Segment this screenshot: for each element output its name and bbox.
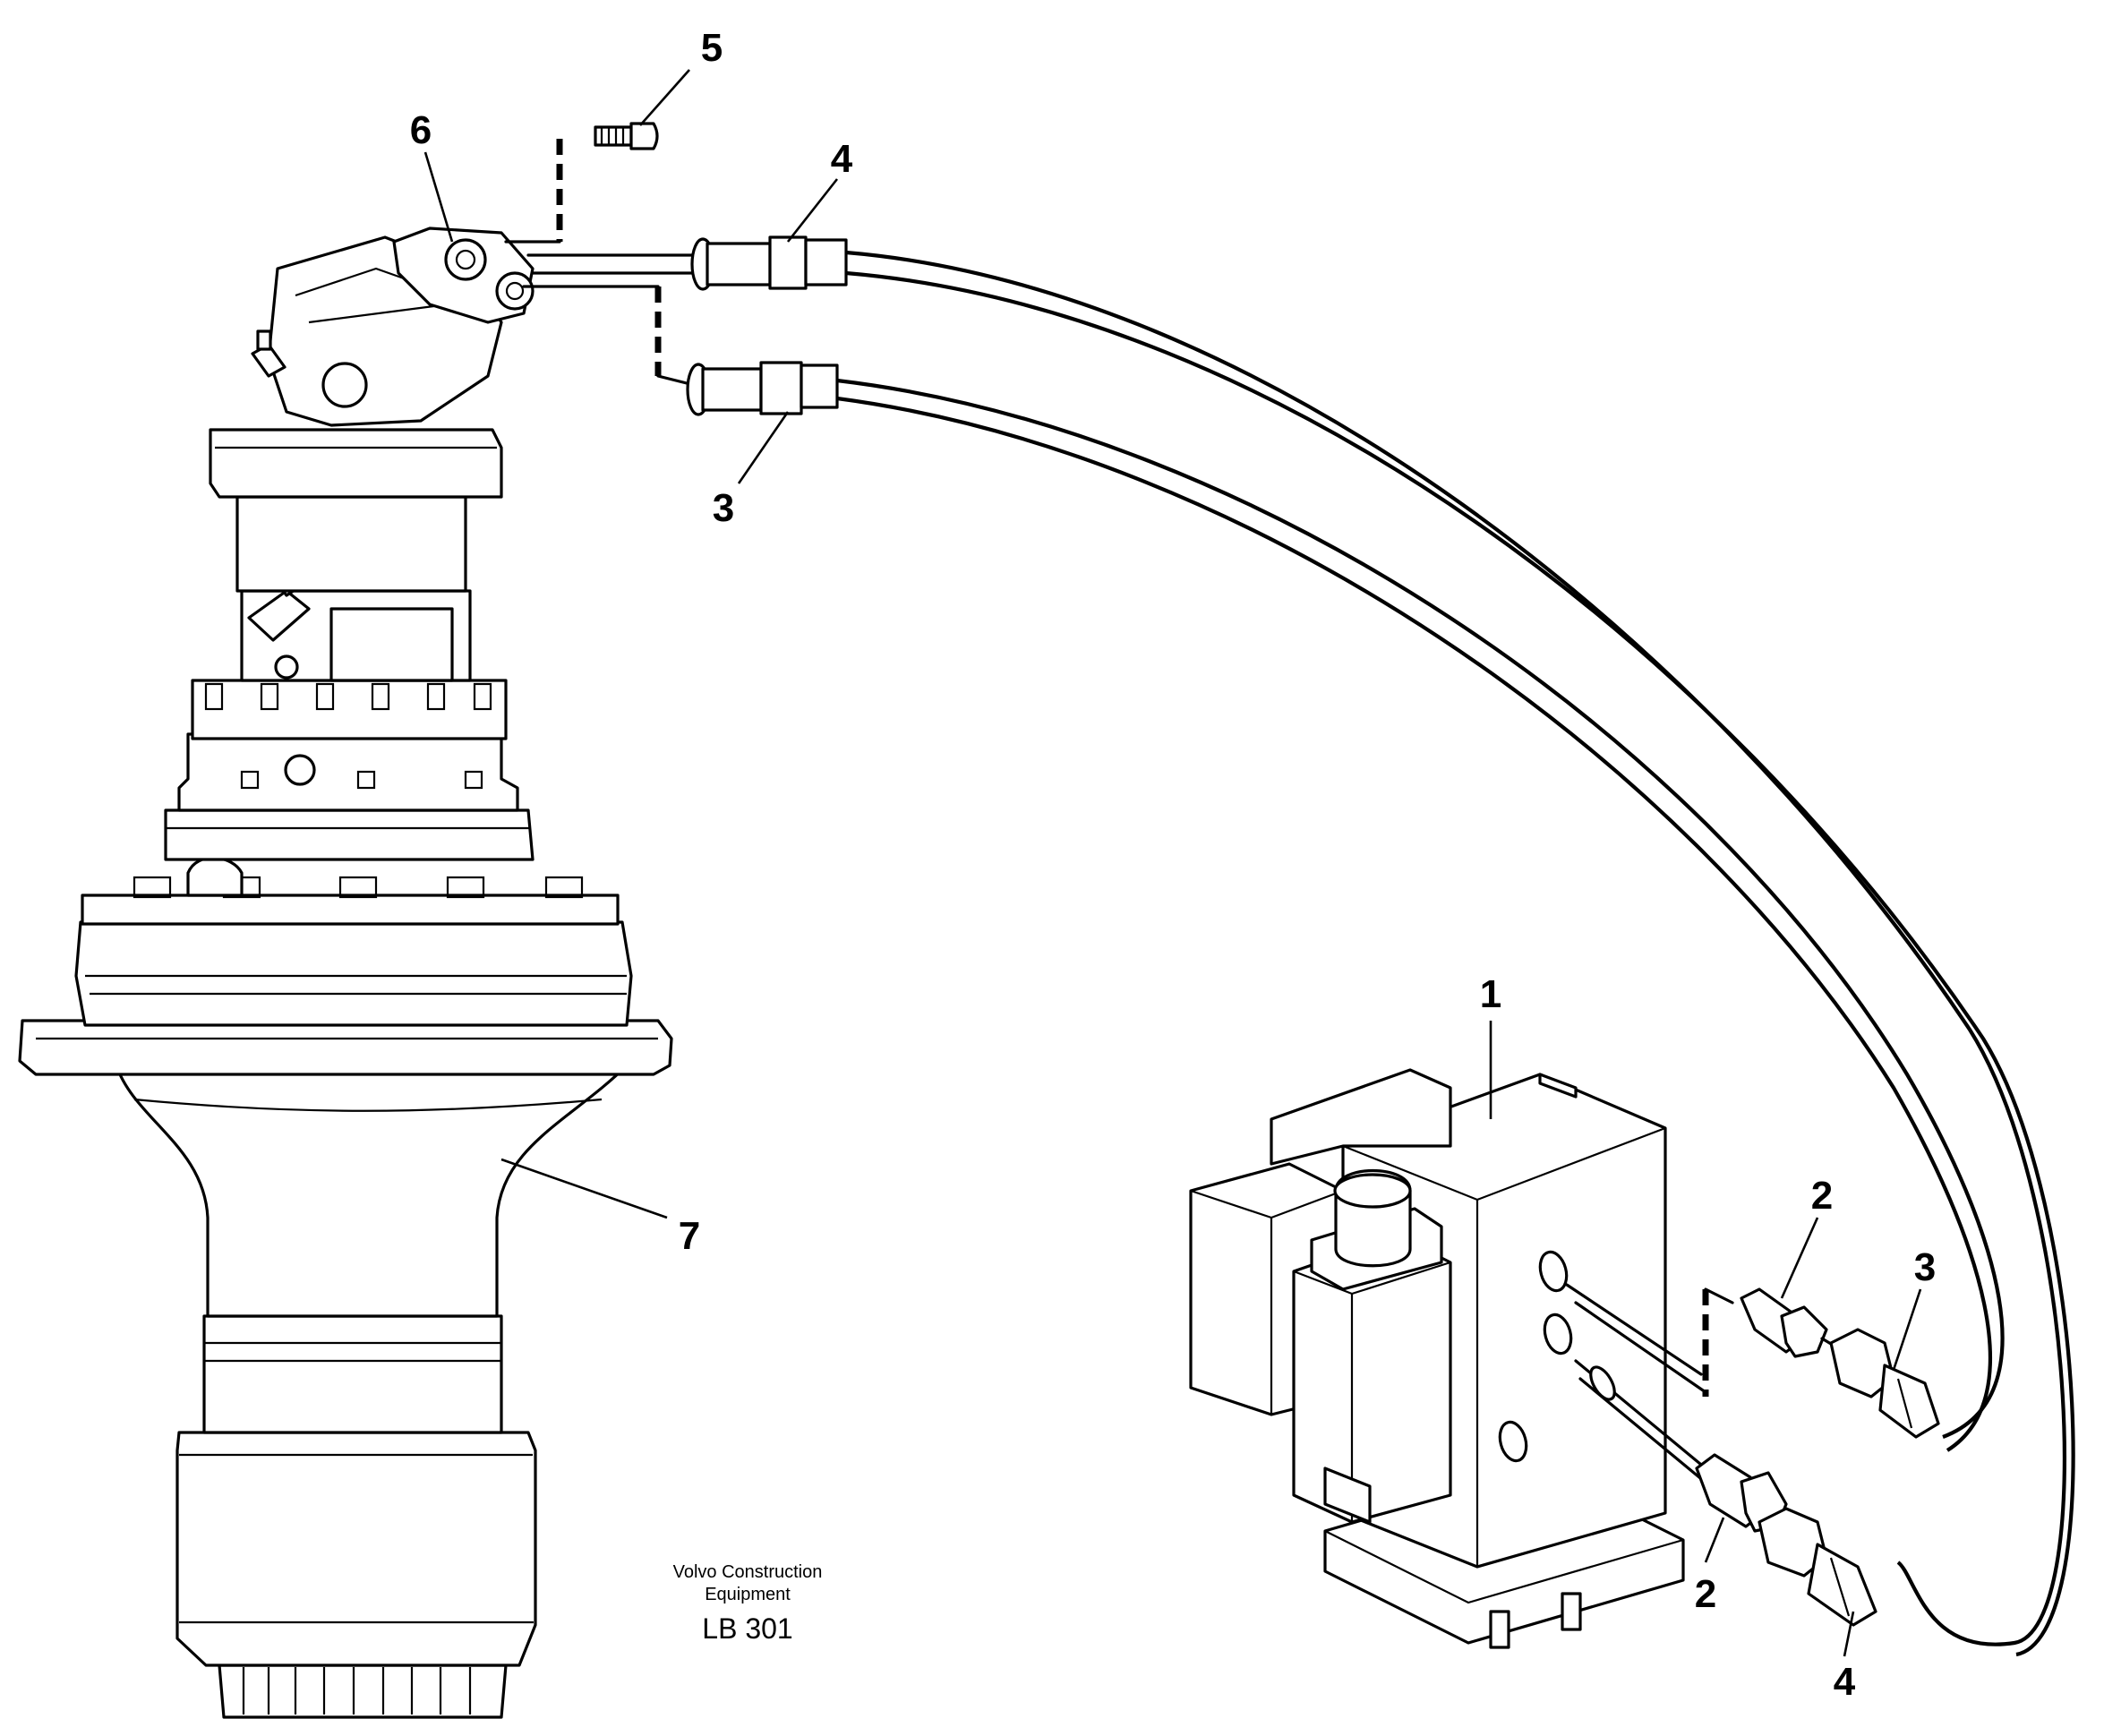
callout-2-lower: 2 — [1695, 1572, 1716, 1616]
swing-gearbox — [18, 227, 673, 1719]
control-valve — [1189, 1068, 1685, 1649]
credit-line-1: Volvo Construction — [673, 1562, 823, 1582]
callout-1: 1 — [1480, 972, 1501, 1016]
callout-3-valve: 3 — [1914, 1245, 1936, 1289]
valve-fittings — [1565, 1283, 1940, 1627]
callout-4-valve: 4 — [1834, 1660, 1856, 1704]
callout-4-motor: 4 — [831, 137, 853, 181]
credit-line-2: Equipment — [705, 1585, 791, 1604]
screw — [504, 122, 659, 244]
upper-hose-fittings — [522, 235, 848, 416]
callout-7: 7 — [679, 1214, 700, 1258]
callout-6: 6 — [410, 108, 432, 152]
callout-3-motor: 3 — [713, 486, 734, 530]
leader-lines — [423, 69, 1922, 1657]
callout-2-upper: 2 — [1811, 1174, 1833, 1218]
hoses — [836, 250, 2075, 1657]
callout-5: 5 — [701, 26, 723, 70]
drawing-code: LB 301 — [702, 1612, 792, 1645]
